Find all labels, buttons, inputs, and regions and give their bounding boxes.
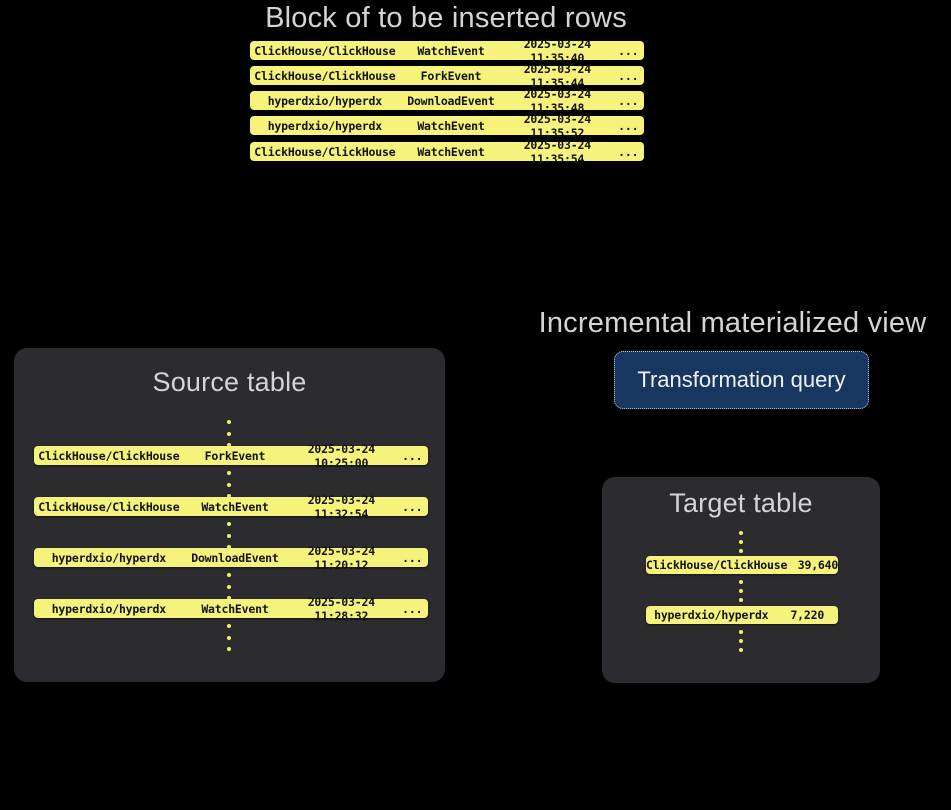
target-table-title: Target table <box>669 488 813 518</box>
insert-row-repo: hyperdxio/hyperdx <box>267 118 383 133</box>
target-table-ellipsis <box>739 630 743 652</box>
insert-row-repo: ClickHouse/ClickHouse <box>254 68 396 83</box>
source-row-time: 2025-03-24 11:32:54 <box>307 492 375 521</box>
target-table-row: ClickHouse/ClickHouse 39,640 <box>646 556 838 574</box>
insert-row-more: ... <box>618 93 639 108</box>
insert-row-more: ... <box>618 68 639 83</box>
target-table-ellipsis <box>739 580 743 602</box>
source-table-row: hyperdxio/hyperdx DownloadEvent 2025-03-… <box>34 544 428 572</box>
source-row-event: ForkEvent <box>204 448 266 463</box>
source-table-ellipsis <box>227 573 231 600</box>
insert-row: ClickHouse/ClickHouse WatchEvent 2025-03… <box>250 138 644 166</box>
target-row-repo: ClickHouse/ClickHouse <box>646 558 788 572</box>
source-row-event: WatchEvent <box>201 499 269 514</box>
target-table-ellipsis <box>739 531 743 553</box>
transformation-query-label: Transformation query <box>637 367 846 392</box>
insert-row: ClickHouse/ClickHouse ForkEvent 2025-03-… <box>250 62 644 90</box>
insert-row: hyperdxio/hyperdx DownloadEvent 2025-03-… <box>250 87 644 115</box>
source-row-more: ... <box>402 550 423 565</box>
source-row-time: 2025-03-24 11:28:32 <box>307 594 375 623</box>
insert-row-event: WatchEvent <box>417 144 485 159</box>
insert-row-repo: hyperdxio/hyperdx <box>267 93 383 108</box>
target-table-row: hyperdxio/hyperdx 7,220 <box>646 606 838 624</box>
target-row-repo: hyperdxio/hyperdx <box>654 608 769 622</box>
source-row-time: 2025-03-24 10:25:00 <box>307 441 375 470</box>
source-row-time: 2025-03-24 11:20:12 <box>307 543 375 572</box>
materialized-view-title: Incremental materialized view <box>538 307 927 339</box>
insert-row-more: ... <box>618 144 639 159</box>
source-row-repo: hyperdxio/hyperdx <box>51 601 167 616</box>
insert-row-time: 2025-03-24 11:35:52 <box>523 111 591 140</box>
source-row-repo: ClickHouse/ClickHouse <box>38 499 180 514</box>
source-table-ellipsis <box>227 624 231 651</box>
insert-row-event: WatchEvent <box>417 43 485 58</box>
source-table-row: hyperdxio/hyperdx WatchEvent 2025-03-24 … <box>34 595 428 623</box>
source-row-more: ... <box>402 448 423 463</box>
target-row-count: 39,640 <box>797 558 839 572</box>
insert-row-time: 2025-03-24 11:35:54 <box>523 137 591 166</box>
source-row-event: DownloadEvent <box>191 550 279 565</box>
insert-row-event: ForkEvent <box>420 68 482 83</box>
source-row-more: ... <box>402 601 423 616</box>
source-row-more: ... <box>402 499 423 514</box>
insert-row-more: ... <box>618 118 639 133</box>
insert-row-time: 2025-03-24 11:35:40 <box>523 36 591 65</box>
source-row-event: WatchEvent <box>201 601 269 616</box>
insert-row-repo: ClickHouse/ClickHouse <box>254 43 396 58</box>
transformation-query-button[interactable]: Transformation query <box>614 351 869 409</box>
source-table-title: Source table <box>152 367 307 397</box>
insert-row: hyperdxio/hyperdx WatchEvent 2025-03-24 … <box>250 112 644 140</box>
insert-row-event: DownloadEvent <box>407 93 495 108</box>
target-row-count: 7,220 <box>790 608 825 622</box>
insert-block-title: Block of to be inserted rows <box>265 2 627 34</box>
insert-row: ClickHouse/ClickHouse WatchEvent 2025-03… <box>250 37 644 65</box>
insert-row-time: 2025-03-24 11:35:44 <box>523 61 591 90</box>
source-table-row: ClickHouse/ClickHouse WatchEvent 2025-03… <box>34 493 428 521</box>
source-table-row: ClickHouse/ClickHouse ForkEvent 2025-03-… <box>34 442 428 470</box>
insert-row-time: 2025-03-24 11:35:48 <box>523 86 591 115</box>
insert-row-more: ... <box>618 43 639 58</box>
source-table-ellipsis <box>227 420 231 447</box>
insert-row-event: WatchEvent <box>417 118 485 133</box>
insert-row-repo: ClickHouse/ClickHouse <box>254 144 396 159</box>
source-row-repo: hyperdxio/hyperdx <box>51 550 167 565</box>
source-table-ellipsis <box>227 471 231 498</box>
source-table-ellipsis <box>227 522 231 549</box>
source-row-repo: ClickHouse/ClickHouse <box>38 448 180 463</box>
